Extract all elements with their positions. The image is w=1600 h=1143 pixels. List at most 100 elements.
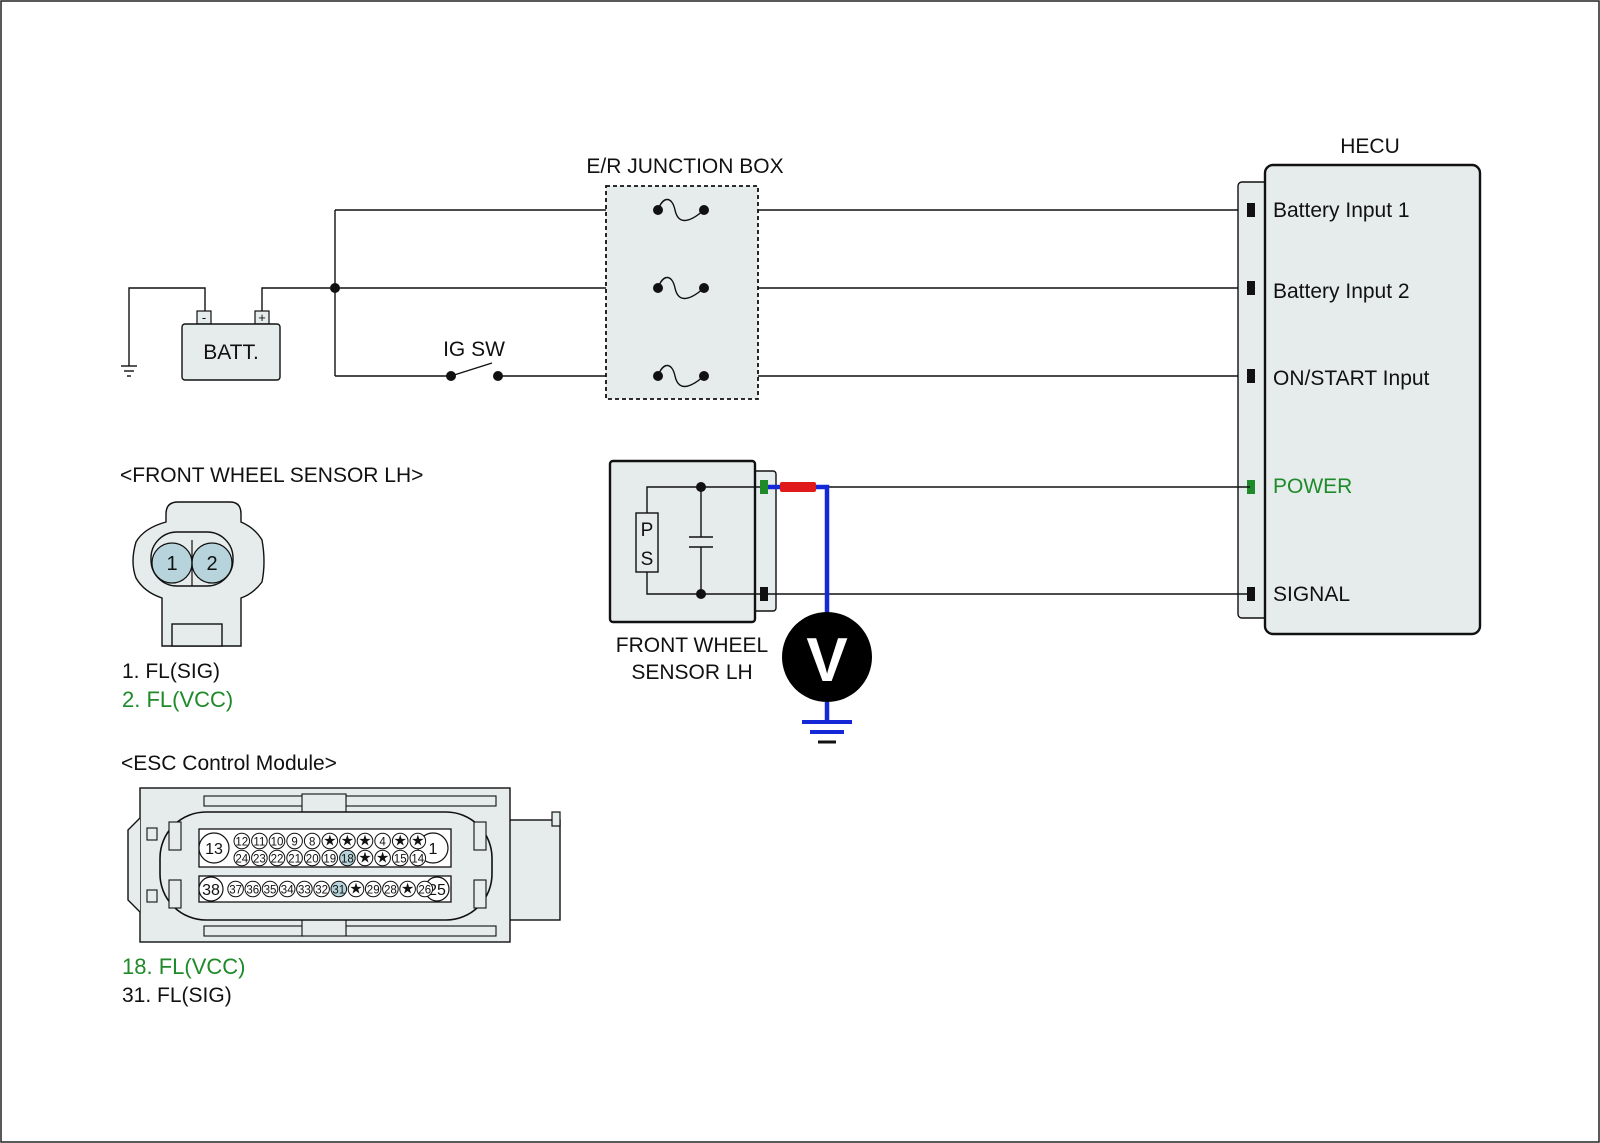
sensor-pin-terminal-power (760, 480, 768, 494)
ignition-switch-label: IG SW (443, 338, 505, 361)
esc-pin (251, 849, 268, 867)
ps-element (635, 512, 659, 573)
esc-pin (356, 832, 374, 850)
esc-pin (321, 832, 339, 850)
front-wheel-sensor: P S FRONT WHEEL SENSOR LH (608, 459, 777, 684)
esc-pin-number: 32 (315, 885, 328, 897)
hecu-pin-label: Battery Input 1 (1273, 199, 1410, 222)
esc-pin-number: 10 (271, 837, 284, 849)
esc-pin (409, 849, 427, 867)
hecu-pin-terminal (1247, 587, 1255, 601)
esc-pin-number: ★ (358, 850, 371, 867)
esc-pin-number: 29 (367, 885, 380, 897)
esc-pin-number: 34 (281, 885, 294, 897)
esc-pin (409, 832, 427, 850)
esc-pin (347, 880, 365, 898)
esc-pin (374, 849, 391, 867)
battery-body (181, 323, 281, 381)
hecu-pin-terminal (1247, 369, 1255, 383)
ignition-switch: IG SW (443, 338, 505, 381)
battery-label: BATT. (203, 341, 259, 364)
battery-positive-wire (261, 287, 335, 318)
sensor-label-line1: FRONT WHEEL (616, 634, 768, 657)
hecu-pin-label: SIGNAL (1273, 583, 1350, 606)
hecu-pin-label: Battery Input 2 (1273, 280, 1410, 303)
esc-big-pin (198, 876, 224, 902)
esc-pin (374, 832, 391, 850)
voltmeter-icon (782, 612, 872, 702)
junction-box-title: E/R JUNCTION BOX (586, 155, 783, 178)
esc-pin (364, 880, 382, 898)
esc-pin-number: 8 (309, 837, 315, 849)
junction-box-body (605, 185, 759, 400)
ps-element-bottom-label: S (641, 549, 654, 570)
esc-pin-number: 15 (394, 854, 407, 866)
esc-pin (399, 880, 416, 898)
esc-connector-latch (507, 819, 561, 921)
sensor-connector-legend-item: 2. FL(VCC) (122, 687, 233, 712)
ground-wire (128, 287, 206, 366)
sensor-pin-terminal-signal (760, 587, 768, 601)
esc-big-pin (198, 832, 230, 864)
hecu-pin-label: ON/START Input (1273, 367, 1430, 390)
esc-pin-number: 37 (229, 885, 242, 897)
sensor-label-line2: SENSOR LH (631, 661, 752, 684)
esc-pin-number: ★ (393, 833, 406, 850)
probe-ground-icon (802, 720, 852, 744)
probe-tip-red (780, 482, 816, 492)
esc-pin (330, 880, 348, 898)
esc-pin (303, 849, 321, 867)
esc-legend-item: 31. FL(SIG) (122, 984, 232, 1007)
hecu-pin-terminal-power (1247, 480, 1255, 494)
esc-pin (321, 849, 339, 867)
fuse-2-icon (653, 276, 709, 300)
esc-pin-number: ★ (341, 833, 354, 850)
hecu: HECU Battery Input 1 Battery Input 2 ON/… (1237, 135, 1482, 636)
esc-pin-number: 33 (298, 885, 311, 897)
esc-pin-number: 23 (253, 854, 266, 866)
esc-pin (233, 849, 251, 867)
hecu-pin-label-power: POWER (1273, 475, 1352, 498)
esc-big-pin-number: 38 (202, 882, 220, 899)
esc-pin-number: 31 (332, 885, 345, 897)
esc-pin (339, 832, 356, 850)
esc-pin (382, 880, 399, 898)
esc-pin (313, 880, 330, 898)
esc-pin (286, 849, 303, 867)
splice-node (330, 283, 340, 293)
sensor-wiring (768, 486, 1250, 595)
esc-pin-number: 20 (306, 854, 319, 866)
feed-wiring (334, 209, 1250, 377)
esc-pin-number: 11 (253, 837, 265, 849)
battery-pos-sign: + (258, 310, 266, 325)
junction-box: E/R JUNCTION BOX (586, 155, 784, 400)
battery-neg-sign: - (202, 310, 206, 325)
esc-pin-number: 18 (341, 854, 354, 866)
esc-pin-number: 21 (288, 854, 301, 866)
esc-pin-number: 35 (264, 885, 277, 897)
hecu-title: HECU (1340, 135, 1400, 158)
esc-pin (251, 832, 268, 850)
voltmeter-symbol: V (806, 626, 847, 695)
esc-big-pin-number: 13 (205, 841, 223, 858)
esc-pin (233, 832, 251, 850)
esc-pin (268, 849, 286, 867)
esc-pin (391, 832, 409, 850)
esc-pin-number: ★ (411, 833, 424, 850)
esc-pin-number: 19 (323, 854, 336, 866)
fuse-1-icon (653, 198, 709, 222)
sensor-connector-title: <FRONT WHEEL SENSOR LH> (120, 464, 423, 487)
ps-element-top-label: P (641, 520, 654, 541)
hecu-body (1263, 163, 1482, 636)
esc-pin-number: 14 (411, 854, 424, 866)
esc-pin-number: ★ (358, 833, 371, 850)
esc-big-pin-number: 1 (429, 841, 438, 858)
esc-pin (268, 832, 286, 850)
fuse-3-icon (653, 364, 709, 388)
battery: - + BATT. (121, 287, 335, 381)
esc-pin-number: 28 (384, 885, 397, 897)
